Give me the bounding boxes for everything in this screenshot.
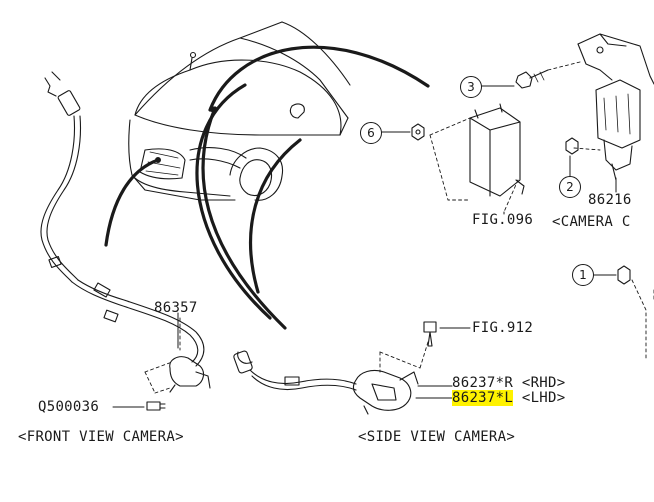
module-fig-ref: FIG.096 xyxy=(472,212,534,228)
side-camera-rhd-number: 86237 xyxy=(452,375,496,391)
side-camera-harness xyxy=(233,350,419,415)
callout-1: 1 xyxy=(572,264,594,286)
side-camera-fig-ref: FIG.912 xyxy=(472,320,534,336)
front-camera-bolt xyxy=(146,401,166,411)
bracket-screw xyxy=(515,69,549,89)
module-nut xyxy=(411,123,425,141)
bracket-dashes xyxy=(547,61,601,151)
side-camera-rhd-part: 86237*R <RHD> xyxy=(452,375,566,391)
front-camera-part-number: 86357 xyxy=(154,300,198,316)
right-bolt xyxy=(617,265,631,285)
side-view-camera-caption: <SIDE VIEW CAMERA> xyxy=(358,429,516,445)
front-camera-bolt-number: Q500036 xyxy=(38,399,100,415)
right-edge-dashes xyxy=(631,279,654,361)
vehicle-outline xyxy=(128,21,351,201)
front-camera-harness xyxy=(40,71,211,393)
side-camera-lhd-number: 86237*L xyxy=(452,390,514,406)
side-camera-lhd-suffix: <LHD> xyxy=(513,390,566,406)
camera-bracket-caption: <CAMERA C xyxy=(552,214,631,230)
side-camera-clip xyxy=(423,321,437,347)
side-camera-dashes xyxy=(379,341,429,373)
side-camera-lhd-part: 86237*L <LHD> xyxy=(452,390,565,406)
callout-2: 2 xyxy=(559,176,581,198)
front-camera-dashes xyxy=(144,317,181,394)
side-camera-rhd-suffix: *R <RHD> xyxy=(495,375,566,391)
front-view-camera-caption: <FRONT VIEW CAMERA> xyxy=(18,429,184,445)
bracket-small-nut xyxy=(565,137,579,155)
callout-3: 3 xyxy=(460,76,482,98)
camera-bracket-part-number: 86216 xyxy=(588,192,632,208)
routing-curves xyxy=(104,45,430,330)
callout-6: 6 xyxy=(360,122,382,144)
module-dashes xyxy=(429,117,519,213)
camera-bracket xyxy=(577,33,654,181)
control-module xyxy=(469,103,525,197)
